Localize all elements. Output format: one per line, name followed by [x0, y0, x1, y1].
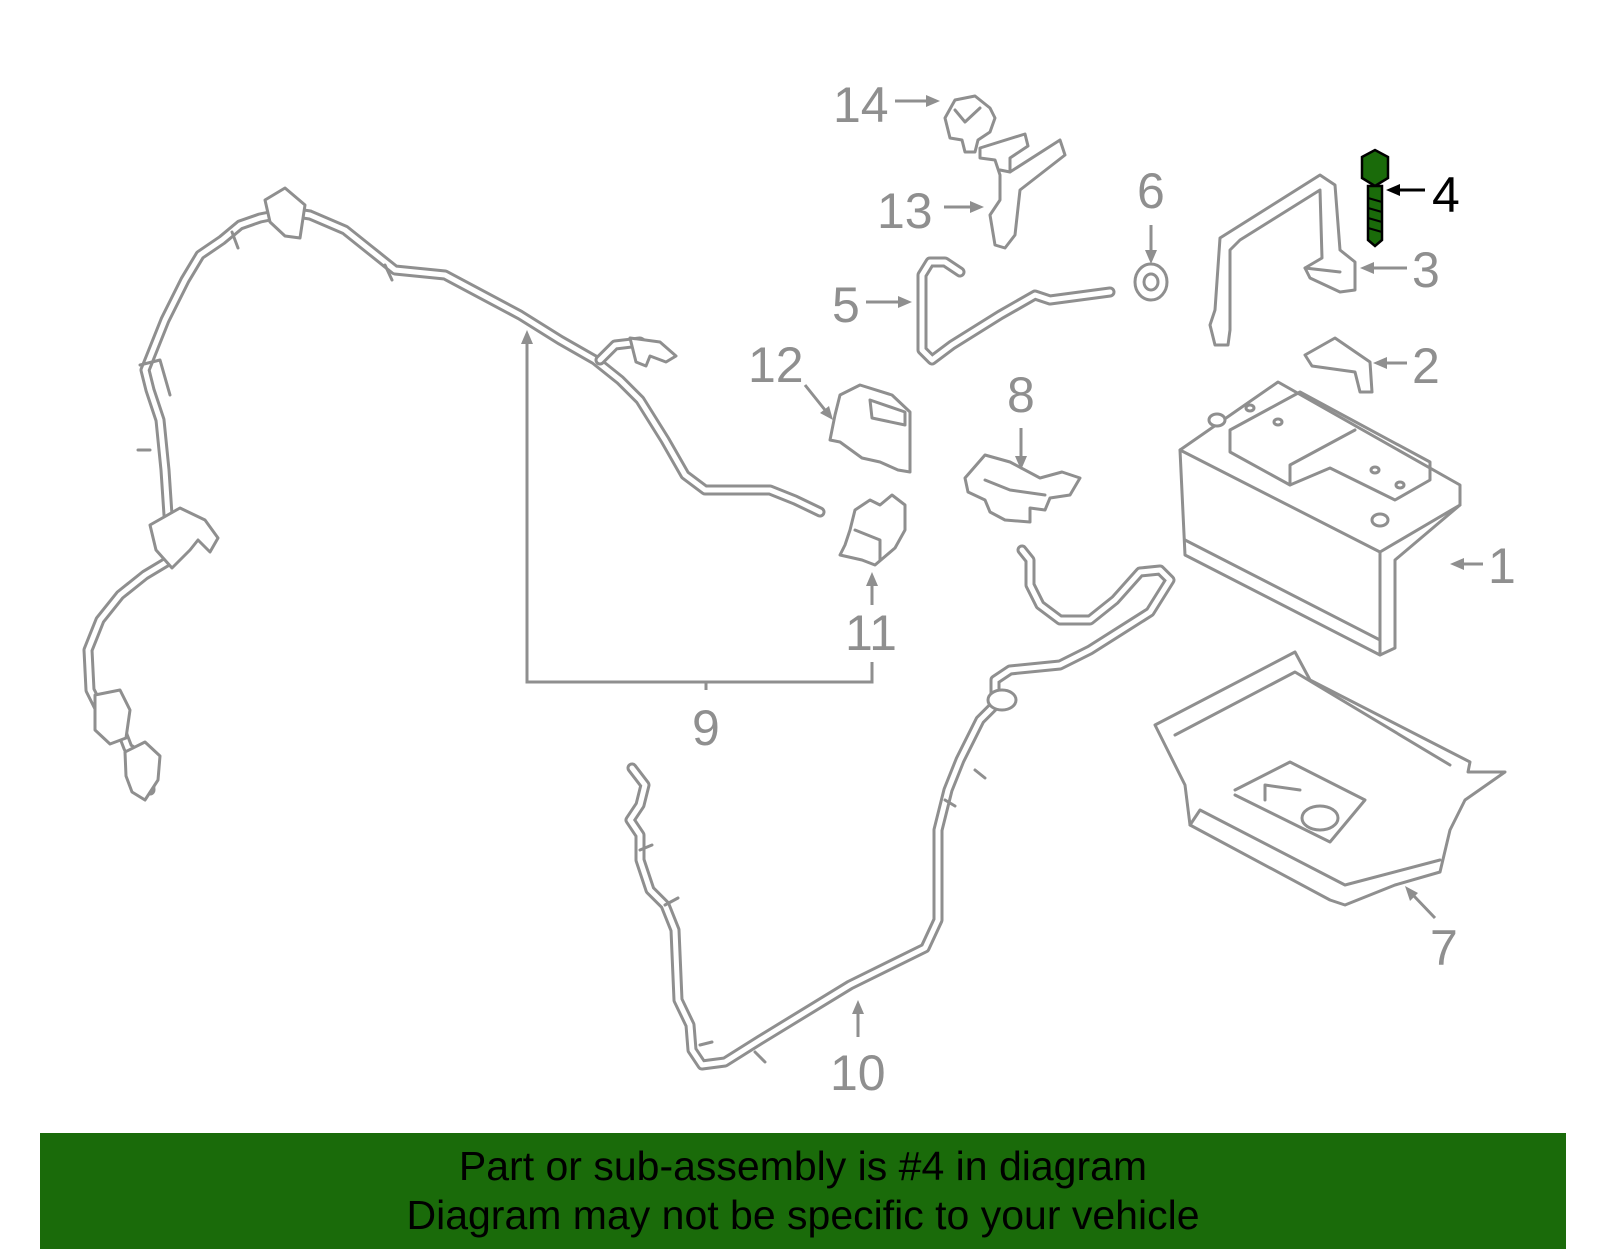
- svg-text:13: 13: [877, 183, 933, 239]
- part-3-hold-down-clamp: [1208, 173, 1357, 347]
- callout-9: 9: [521, 330, 874, 756]
- callout-8: 8: [1007, 367, 1035, 470]
- callout-7: 7: [1405, 886, 1458, 976]
- part-13-bracket: [978, 132, 1067, 250]
- svg-text:12: 12: [748, 337, 804, 393]
- part-1-battery: [1178, 380, 1462, 657]
- part-4-bolt: [1360, 148, 1390, 248]
- callout-12: 12: [748, 337, 833, 420]
- svg-text:3: 3: [1412, 242, 1440, 298]
- part-11-connector: [838, 493, 907, 567]
- callout-5: 5: [832, 277, 912, 333]
- part-12-connector: [828, 383, 912, 474]
- svg-text:5: 5: [832, 277, 860, 333]
- part-6-grommet: [1133, 262, 1169, 302]
- callout-10: 10: [830, 1000, 886, 1101]
- banner-line-1: Part or sub-assembly is #4 in diagram: [458, 1143, 1148, 1189]
- svg-text:1: 1: [1488, 538, 1516, 594]
- svg-text:11: 11: [845, 605, 897, 661]
- part-7-battery-tray: [1153, 650, 1507, 907]
- callout-6: 6: [1137, 163, 1165, 264]
- svg-text:14: 14: [833, 77, 889, 133]
- callout-14: 14: [833, 77, 940, 133]
- info-banner: Part or sub-assembly is #4 in diagram Di…: [40, 1133, 1566, 1249]
- callout-2: 2: [1373, 338, 1440, 394]
- part-9-wiring-harness: [82, 186, 826, 802]
- part-10-cable: [624, 544, 1176, 1071]
- part-8-cover: [963, 453, 1082, 524]
- part-14-clip: [943, 94, 997, 154]
- callout-4: 4: [1386, 167, 1460, 223]
- part-5-hose: [916, 256, 1116, 366]
- banner-line-2: Diagram may not be specific to your vehi…: [406, 1192, 1200, 1238]
- callout-3: 3: [1360, 242, 1440, 298]
- svg-text:9: 9: [692, 700, 720, 756]
- part-2-bracket: [1303, 336, 1374, 394]
- svg-text:10: 10: [830, 1045, 886, 1101]
- svg-text:6: 6: [1137, 163, 1165, 219]
- callout-1: 1: [1450, 538, 1516, 594]
- svg-text:2: 2: [1412, 338, 1440, 394]
- callout-11: 11: [845, 572, 897, 661]
- svg-text:7: 7: [1430, 920, 1458, 976]
- svg-text:8: 8: [1007, 367, 1035, 423]
- callout-13: 13: [877, 183, 984, 239]
- svg-text:4: 4: [1432, 167, 1460, 223]
